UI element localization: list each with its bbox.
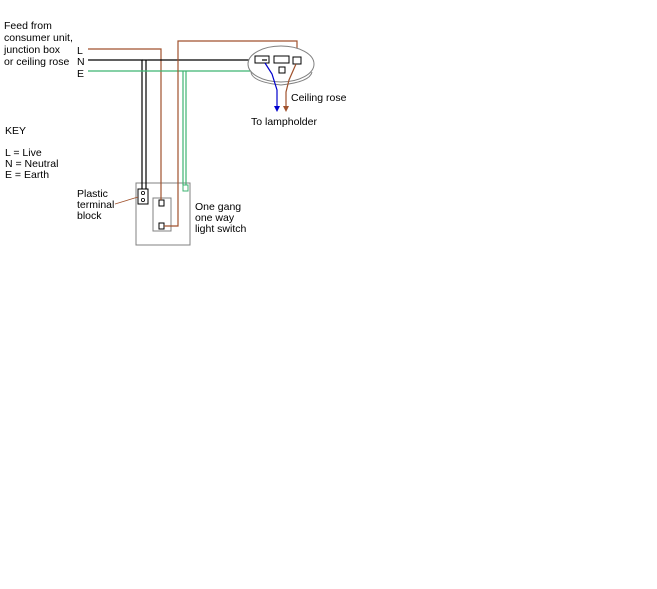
live-letter: L [77, 45, 83, 57]
switch-earth-terminal [182, 184, 189, 192]
rose-terminal-switched-live [292, 56, 302, 65]
ceiling-rose-rim [250, 71, 313, 86]
key-neutral: N = Neutral [5, 158, 58, 170]
terminal-block-label: Plastic terminal block [77, 188, 114, 222]
terminal-screw-2 [140, 197, 145, 202]
feed-line-3: junction box [3, 44, 61, 56]
key-title: KEY [5, 125, 26, 137]
switch-back-box [135, 182, 191, 246]
feed-line-1: Feed from [4, 20, 52, 32]
terminal-block-line-1: Plastic [77, 188, 108, 200]
switched-live-wire [164, 40, 298, 227]
ceiling-rose-label: Ceiling rose [291, 92, 347, 104]
key-earth: E = Earth [5, 169, 49, 181]
flex-live [285, 63, 297, 108]
key: KEY L = Live N = Neutral E = Earth [5, 125, 58, 181]
earth-letter: E [77, 68, 84, 80]
neutral-wire-to-block [88, 59, 143, 189]
flex-live-arrow [283, 106, 289, 112]
neutral-letter: N [77, 56, 85, 68]
key-live: L = Live [5, 147, 42, 159]
terminal-block-line-3: block [77, 210, 102, 222]
switch-label: One gang one way light switch [195, 201, 247, 235]
switch-terminal-bottom [158, 222, 165, 230]
switch-line-2: one way [195, 212, 235, 224]
rose-terminal-loop [273, 55, 290, 64]
flex-neutral [264, 62, 278, 108]
terminal-block-line-2: terminal [77, 199, 114, 211]
switch-line-1: One gang [195, 201, 241, 213]
terminal-screw-1 [140, 190, 145, 195]
feed-label: Feed from consumer unit, junction box or… [3, 20, 73, 68]
live-wire [88, 48, 162, 200]
switch-mechanism [152, 197, 172, 232]
ceiling-rose-body [247, 45, 315, 83]
lampholder-label: To lampholder [251, 116, 317, 128]
terminal-block-leader [114, 196, 139, 205]
feed-line-2: consumer unit, [4, 32, 73, 44]
rose-terminal-earth [278, 66, 286, 74]
flex-neutral-arrow [274, 106, 280, 112]
switch-line-3: light switch [195, 223, 247, 235]
switch-terminal-top [158, 199, 165, 207]
plastic-terminal-block [137, 188, 149, 205]
feed-line-4: or ceiling rose [4, 56, 70, 68]
